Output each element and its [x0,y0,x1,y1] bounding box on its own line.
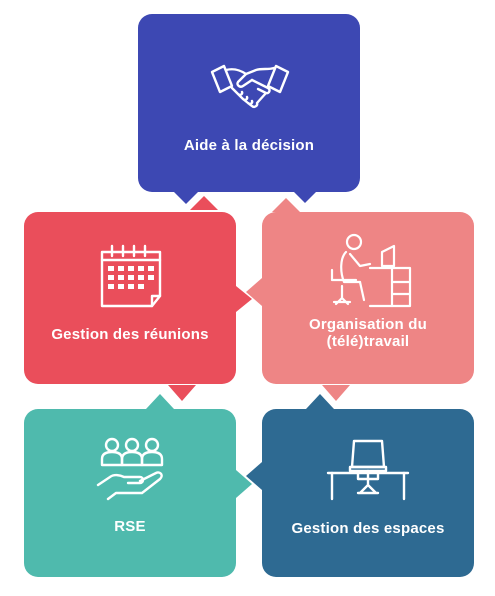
tile-csr: RSE [24,409,236,577]
people-in-hand-icon [94,437,170,501]
tile-work: Organisation du (télé)travail [262,212,474,384]
notch-decision-right [292,190,318,203]
handshake-icon [210,58,290,114]
tile-spaces: Gestion des espaces [262,409,474,577]
notch-csr-top [146,394,174,409]
notch-work-bottom [322,385,350,401]
notch-work-left [246,278,262,306]
notch-spaces-left [246,462,262,490]
notch-decision-left [172,190,200,204]
office-chair-desk-icon [326,437,410,501]
notch-csr-right [236,470,252,498]
notch-work-top [272,198,300,212]
tile-meetings-label: Gestion des réunions [51,326,209,343]
desk-worker-icon [326,232,414,312]
calendar-icon [96,242,166,310]
tile-spaces-label: Gestion des espaces [291,520,445,537]
tile-work-label-line2: (télé)travail [326,333,410,350]
tile-csr-label: RSE [114,518,146,535]
notch-spaces-top [306,394,334,409]
tile-work-label-line1: Organisation du [308,316,427,333]
notch-meetings-top [190,196,218,210]
tile-meetings: Gestion des réunions [24,212,236,384]
tile-decision: Aide à la décision [138,14,360,192]
notch-meetings-right [236,286,252,312]
notch-meetings-bottom [168,385,196,401]
tile-decision-label: Aide à la décision [183,137,315,154]
